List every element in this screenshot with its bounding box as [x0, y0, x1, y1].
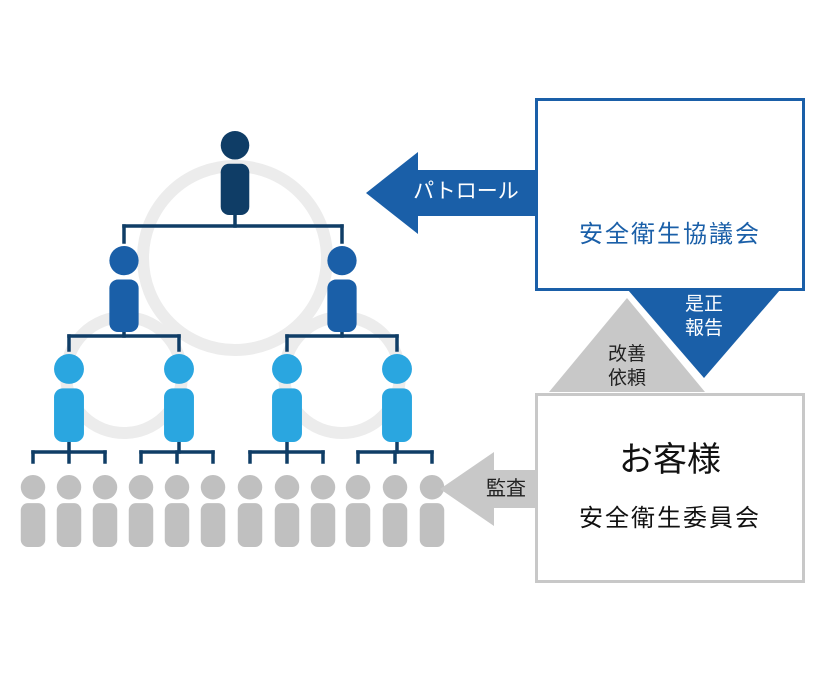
- patrol-label: パトロール: [413, 179, 519, 203]
- person-icon: [56, 475, 82, 547]
- person-icon: [345, 475, 371, 547]
- person-icon: [419, 475, 445, 547]
- correction-report-label-line1: 是正: [684, 293, 723, 315]
- client-title: お客様: [619, 440, 721, 480]
- improvement-request-arrow: [549, 298, 705, 392]
- person-icon: [310, 475, 336, 547]
- safety-council-box: [535, 98, 805, 291]
- person-icon: [200, 475, 226, 547]
- correction-report-arrow: [628, 290, 780, 378]
- person-icon: [237, 475, 263, 547]
- person-icon: [272, 354, 302, 442]
- person-icon: [164, 354, 194, 442]
- improvement-request-label-line1: 改善: [607, 343, 646, 365]
- hierarchy-connectors: [31, 212, 434, 464]
- person-icon: [54, 354, 84, 442]
- person-icon: [274, 475, 300, 547]
- patrol-arrow: [366, 152, 540, 234]
- improvement-request-label-line2: 依頼: [607, 367, 646, 389]
- person-icon: [92, 475, 118, 547]
- person-icon: [164, 475, 190, 547]
- person-icon: [382, 354, 412, 442]
- hierarchy-people: [20, 131, 445, 547]
- correction-report-label-line2: 報告: [684, 317, 723, 339]
- person-icon: [128, 475, 154, 547]
- safety-council-name: 安全衛生協議会: [579, 220, 761, 248]
- client-box: [535, 393, 805, 583]
- person-icon: [327, 246, 357, 332]
- client-committee-name: 安全衛生委員会: [579, 504, 761, 532]
- person-icon: [220, 131, 250, 215]
- person-icon: [382, 475, 408, 547]
- audit-label: 監査: [486, 476, 526, 500]
- person-icon: [20, 475, 46, 547]
- audit-arrow: [440, 452, 540, 526]
- person-icon: [109, 246, 139, 332]
